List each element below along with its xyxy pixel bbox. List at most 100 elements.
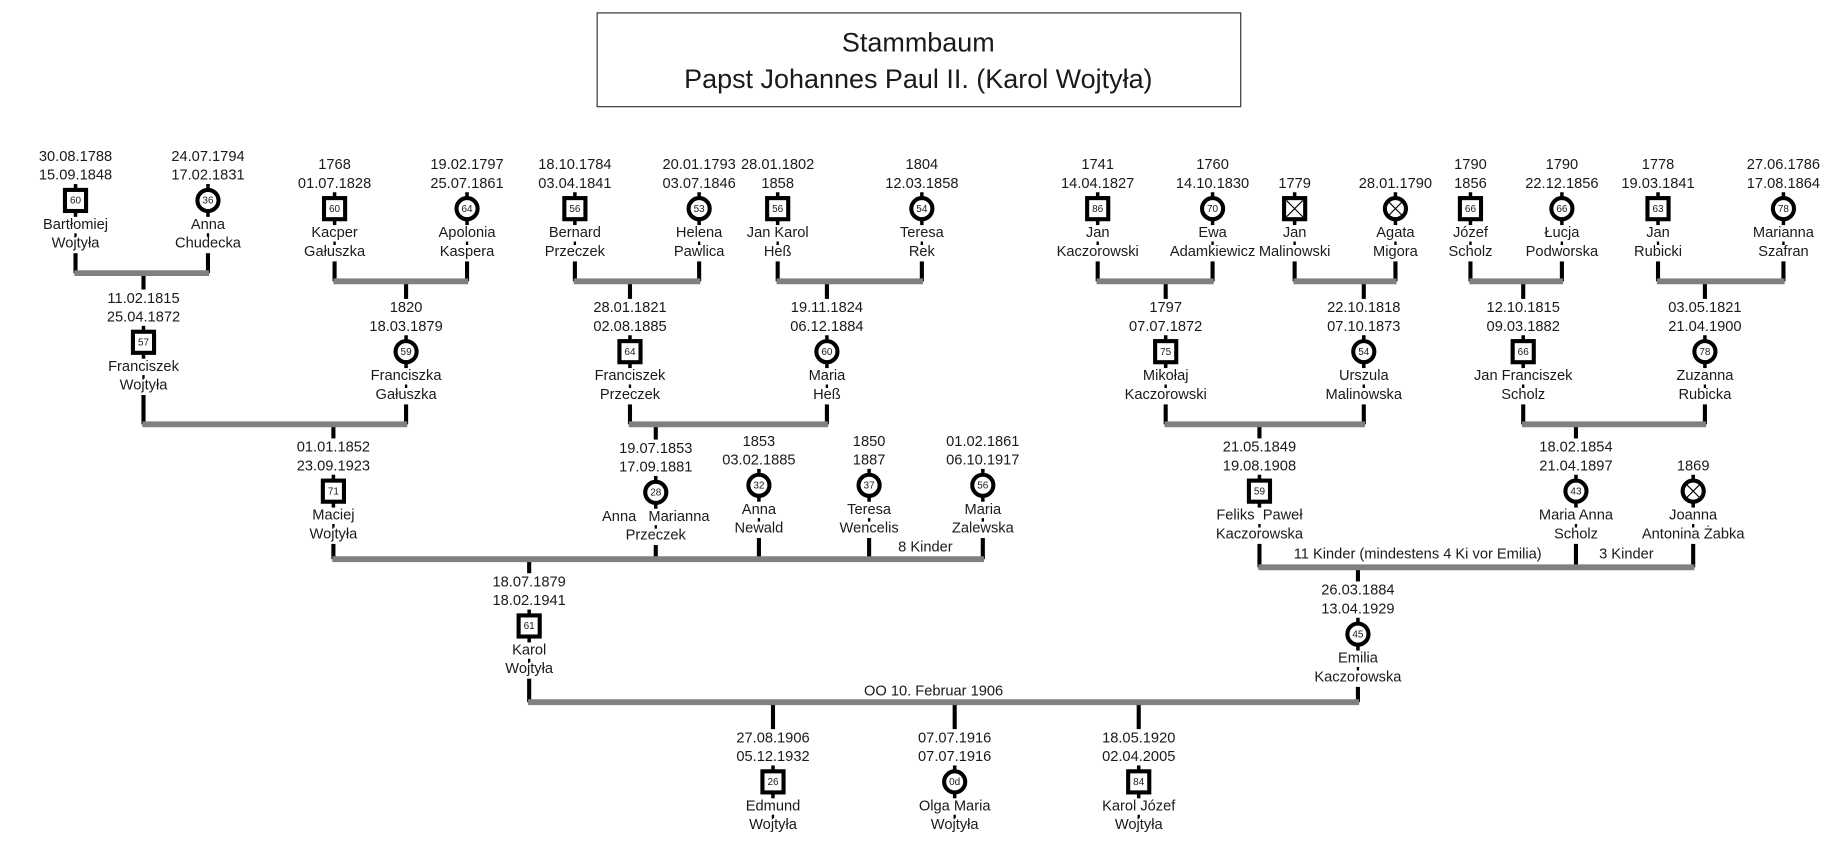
age-at-death: 64 (624, 347, 636, 358)
female-circle-icon (814, 339, 840, 365)
death-date: 1869 (1677, 458, 1710, 474)
death-date: 19.08.1908 (1223, 458, 1296, 474)
birth-date: 1760 (1196, 157, 1229, 173)
given-name: Jan Karol (747, 225, 809, 241)
male-square-icon (617, 339, 643, 365)
birth-date: 1790 (1546, 157, 1579, 173)
age-at-death: 63 (1652, 204, 1664, 215)
age-at-death: 61 (524, 621, 536, 632)
death-date: 1856 (1454, 176, 1487, 192)
given-name: Jan Franciszek (1474, 368, 1573, 384)
male-square-icon (321, 196, 348, 222)
birth-date: 1853 (743, 434, 776, 450)
death-date: 06.12.1884 (790, 319, 863, 335)
age-at-death: 57 (138, 338, 150, 349)
family-name: Kaczorowski (1057, 244, 1139, 260)
given-name: Karol Józef (1102, 798, 1176, 814)
death-date: 1858 (761, 176, 794, 192)
given-name: Apolonia (439, 225, 497, 241)
death-date: 19.03.1841 (1621, 176, 1694, 192)
female-circle-icon (195, 187, 221, 214)
female-circle-icon (1563, 478, 1589, 504)
death-date: 02.04.2005 (1102, 749, 1175, 765)
given-name: Joanna (1669, 508, 1718, 524)
birth-date: 1741 (1081, 157, 1114, 173)
family-name: Wojtyła (931, 817, 980, 833)
death-date: 22.12.1856 (1525, 176, 1598, 192)
age-at-death: 45 (1352, 629, 1364, 640)
death-date: 07.07.1872 (1129, 319, 1202, 335)
age-at-death: 28 (650, 488, 662, 499)
birth-date: 28.01.1802 (741, 157, 814, 173)
death-date: 14.10.1830 (1176, 176, 1249, 192)
given-name: Olga Maria (919, 798, 991, 814)
age-at-death: 59 (401, 347, 413, 358)
given-name: Józef (1453, 225, 1489, 241)
age-at-death: 53 (694, 204, 706, 215)
male-square-icon (320, 478, 347, 504)
death-date: 14.04.1827 (1061, 176, 1134, 192)
birth-date: 01.01.1852 (297, 440, 370, 456)
age-at-death: 60 (70, 196, 82, 207)
female-circle-icon (970, 472, 996, 498)
given-name: Franciszek (595, 368, 666, 384)
death-date: 15.09.1848 (39, 168, 112, 184)
birth-date: 19.02.1797 (430, 157, 503, 173)
given-name: Teresa (900, 225, 945, 241)
death-date: 03.04.1841 (538, 176, 611, 192)
family-name: Wojtyła (120, 378, 169, 394)
birth-date: 1790 (1454, 157, 1487, 173)
family-name: Scholz (1448, 244, 1492, 260)
family-name: Malinowska (1326, 387, 1403, 403)
age-at-death: 75 (1160, 347, 1172, 358)
male-square-icon (1246, 478, 1273, 504)
death-date: 21.04.1897 (1539, 458, 1612, 474)
age-at-death: 60 (329, 204, 341, 215)
birth-date: 20.01.1793 (662, 157, 735, 173)
birth-date: 1778 (1642, 157, 1675, 173)
family-name: Przeczek (600, 387, 661, 403)
family-name: Wojtyła (52, 236, 101, 252)
given-name: Anna Marianna (602, 509, 710, 525)
death-date: 17.02.1831 (171, 168, 244, 184)
death-date: 1779 (1278, 176, 1311, 192)
